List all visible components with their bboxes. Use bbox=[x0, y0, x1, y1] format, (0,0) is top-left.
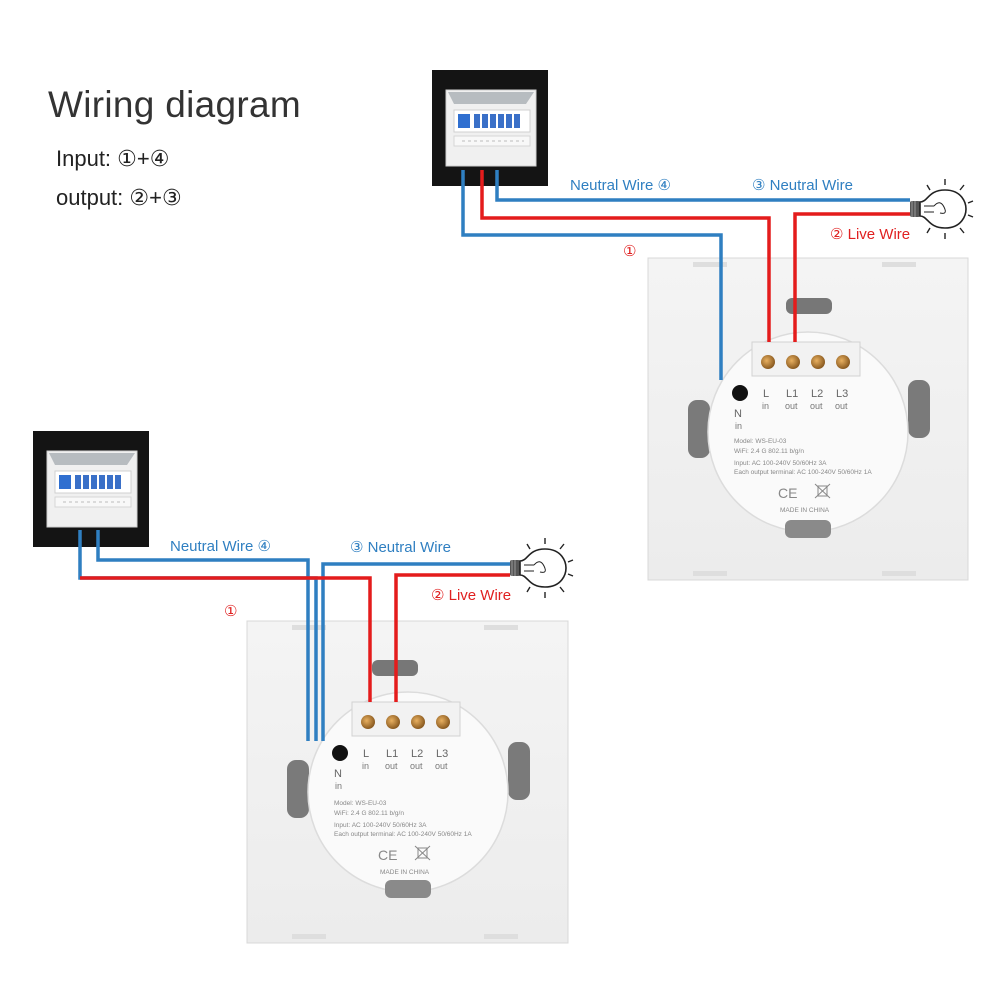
bottom-terminal-L1: L1 bbox=[386, 748, 398, 760]
bottom-terminal-L1-sub: out bbox=[385, 761, 398, 771]
bottom-terminal-N-sub: in bbox=[335, 781, 342, 791]
top-weee-icon bbox=[814, 483, 831, 499]
top-wifi: WiFi: 2.4 G 802.11 b/g/n bbox=[734, 448, 804, 455]
top-terminal-N-sub: in bbox=[735, 421, 742, 431]
top-terminal-N: N bbox=[734, 408, 742, 420]
bottom-terminal-L2-sub: out bbox=[410, 761, 423, 771]
bottom-ce-mark: CE bbox=[378, 847, 397, 863]
top-breaker-box bbox=[431, 69, 549, 187]
top-neutral-wire-3-label: ③ Neutral Wire bbox=[752, 177, 853, 194]
top-terminal-L: L bbox=[763, 388, 769, 400]
top-terminal-L1-sub: out bbox=[785, 401, 798, 411]
output-value: ②+③ bbox=[129, 185, 182, 210]
diagram-title: Wiring diagram bbox=[48, 84, 301, 125]
top-live-wire-2-label: ② Live Wire bbox=[830, 226, 910, 243]
bottom-terminal-L: L bbox=[363, 748, 369, 760]
top-live-1-label: ① bbox=[623, 243, 636, 260]
bottom-wires bbox=[78, 530, 510, 741]
bottom-switch: L L1 L2 L3 in out out out N in Model: WS… bbox=[246, 620, 569, 944]
bottom-live-wire-2-label: ② Live Wire bbox=[431, 587, 511, 604]
top-terminal-L3-sub: out bbox=[835, 401, 848, 411]
top-terminal-L3: L3 bbox=[836, 388, 848, 400]
top-terminal-L1: L1 bbox=[786, 388, 798, 400]
bottom-live-1-label: ① bbox=[224, 603, 237, 620]
bottom-terminal-L-sub: in bbox=[362, 761, 369, 771]
bottom-neutral-wire-3-label: ③ Neutral Wire bbox=[350, 539, 451, 556]
top-model: Model: WS-EU-03 bbox=[734, 438, 787, 445]
bottom-terminal-L2: L2 bbox=[411, 748, 423, 760]
top-terminal-L-sub: in bbox=[762, 401, 769, 411]
bottom-breaker-box bbox=[32, 430, 150, 548]
bottom-terminal-N: N bbox=[334, 768, 342, 780]
top-output-spec: Each output terminal: AC 100-240V 50/60H… bbox=[734, 469, 872, 476]
bottom-input-spec: Input: AC 100-240V 50/60Hz 3A bbox=[334, 822, 427, 829]
bottom-neutral-wire-4-label: Neutral Wire ④ bbox=[170, 538, 271, 555]
bottom-made-in: MADE IN CHINA bbox=[380, 869, 430, 876]
bottom-output-spec: Each output terminal: AC 100-240V 50/60H… bbox=[334, 831, 472, 838]
input-label: Input: bbox=[56, 146, 112, 171]
top-switch: L L1 L2 L3 in out out out N in Model: WS… bbox=[647, 257, 969, 581]
output-legend: output: ②+③ bbox=[56, 185, 182, 211]
top-made-in: MADE IN CHINA bbox=[780, 507, 830, 514]
bottom-terminal-L3: L3 bbox=[436, 748, 448, 760]
top-ce-mark: CE bbox=[778, 485, 797, 501]
bottom-bulb-icon bbox=[509, 537, 574, 599]
top-bulb-icon bbox=[909, 178, 974, 240]
top-terminal-L2-sub: out bbox=[810, 401, 823, 411]
bottom-terminal-L3-sub: out bbox=[435, 761, 448, 771]
top-terminal-L2: L2 bbox=[811, 388, 823, 400]
bottom-model: Model: WS-EU-03 bbox=[334, 800, 387, 807]
output-label: output: bbox=[56, 185, 124, 210]
top-input-spec: Input: AC 100-240V 50/60Hz 3A bbox=[734, 460, 827, 467]
input-value: ①+④ bbox=[117, 146, 170, 171]
top-neutral-wire-4-label: Neutral Wire ④ bbox=[570, 177, 671, 194]
top-wires bbox=[461, 170, 910, 380]
bottom-weee-icon bbox=[414, 845, 431, 861]
bottom-wifi: WiFi: 2.4 G 802.11 b/g/n bbox=[334, 810, 404, 817]
input-legend: Input: ①+④ bbox=[56, 146, 169, 172]
